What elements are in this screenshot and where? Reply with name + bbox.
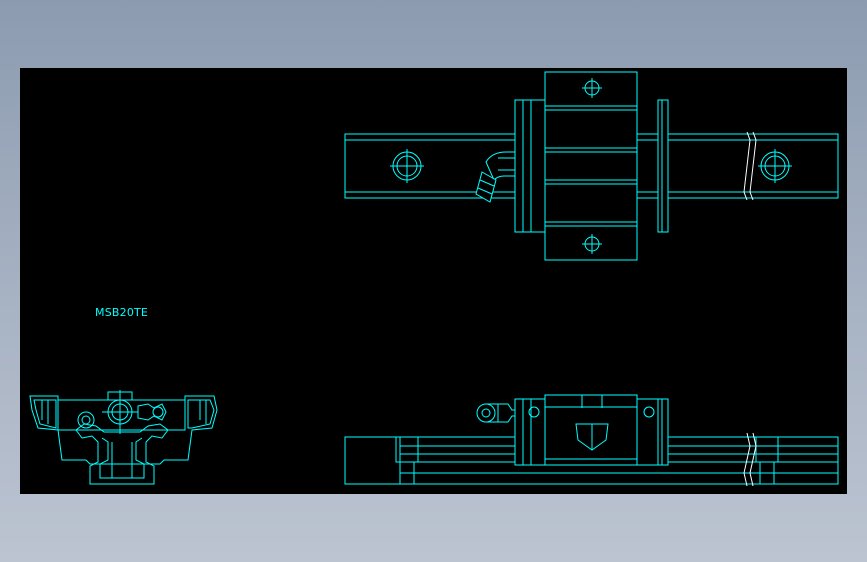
top-view — [344, 71, 839, 261]
top-view-block — [544, 71, 638, 261]
block-bolt-hole-top — [582, 78, 602, 98]
part-label: MSB20TE — [95, 306, 149, 319]
front-view-block — [514, 394, 669, 466]
cad-drawing — [29, 71, 839, 487]
block-bolt-hole-bottom — [582, 234, 602, 254]
rail-hole-right — [758, 149, 792, 183]
top-view-end-seals — [514, 99, 669, 233]
grease-nipple-top — [475, 151, 516, 203]
rail-hole-left — [390, 149, 424, 183]
cad-viewport[interactable]: MSB20TE — [20, 68, 847, 494]
end-view — [29, 390, 218, 485]
front-view — [344, 394, 839, 487]
grease-nipple-side — [476, 403, 516, 423]
